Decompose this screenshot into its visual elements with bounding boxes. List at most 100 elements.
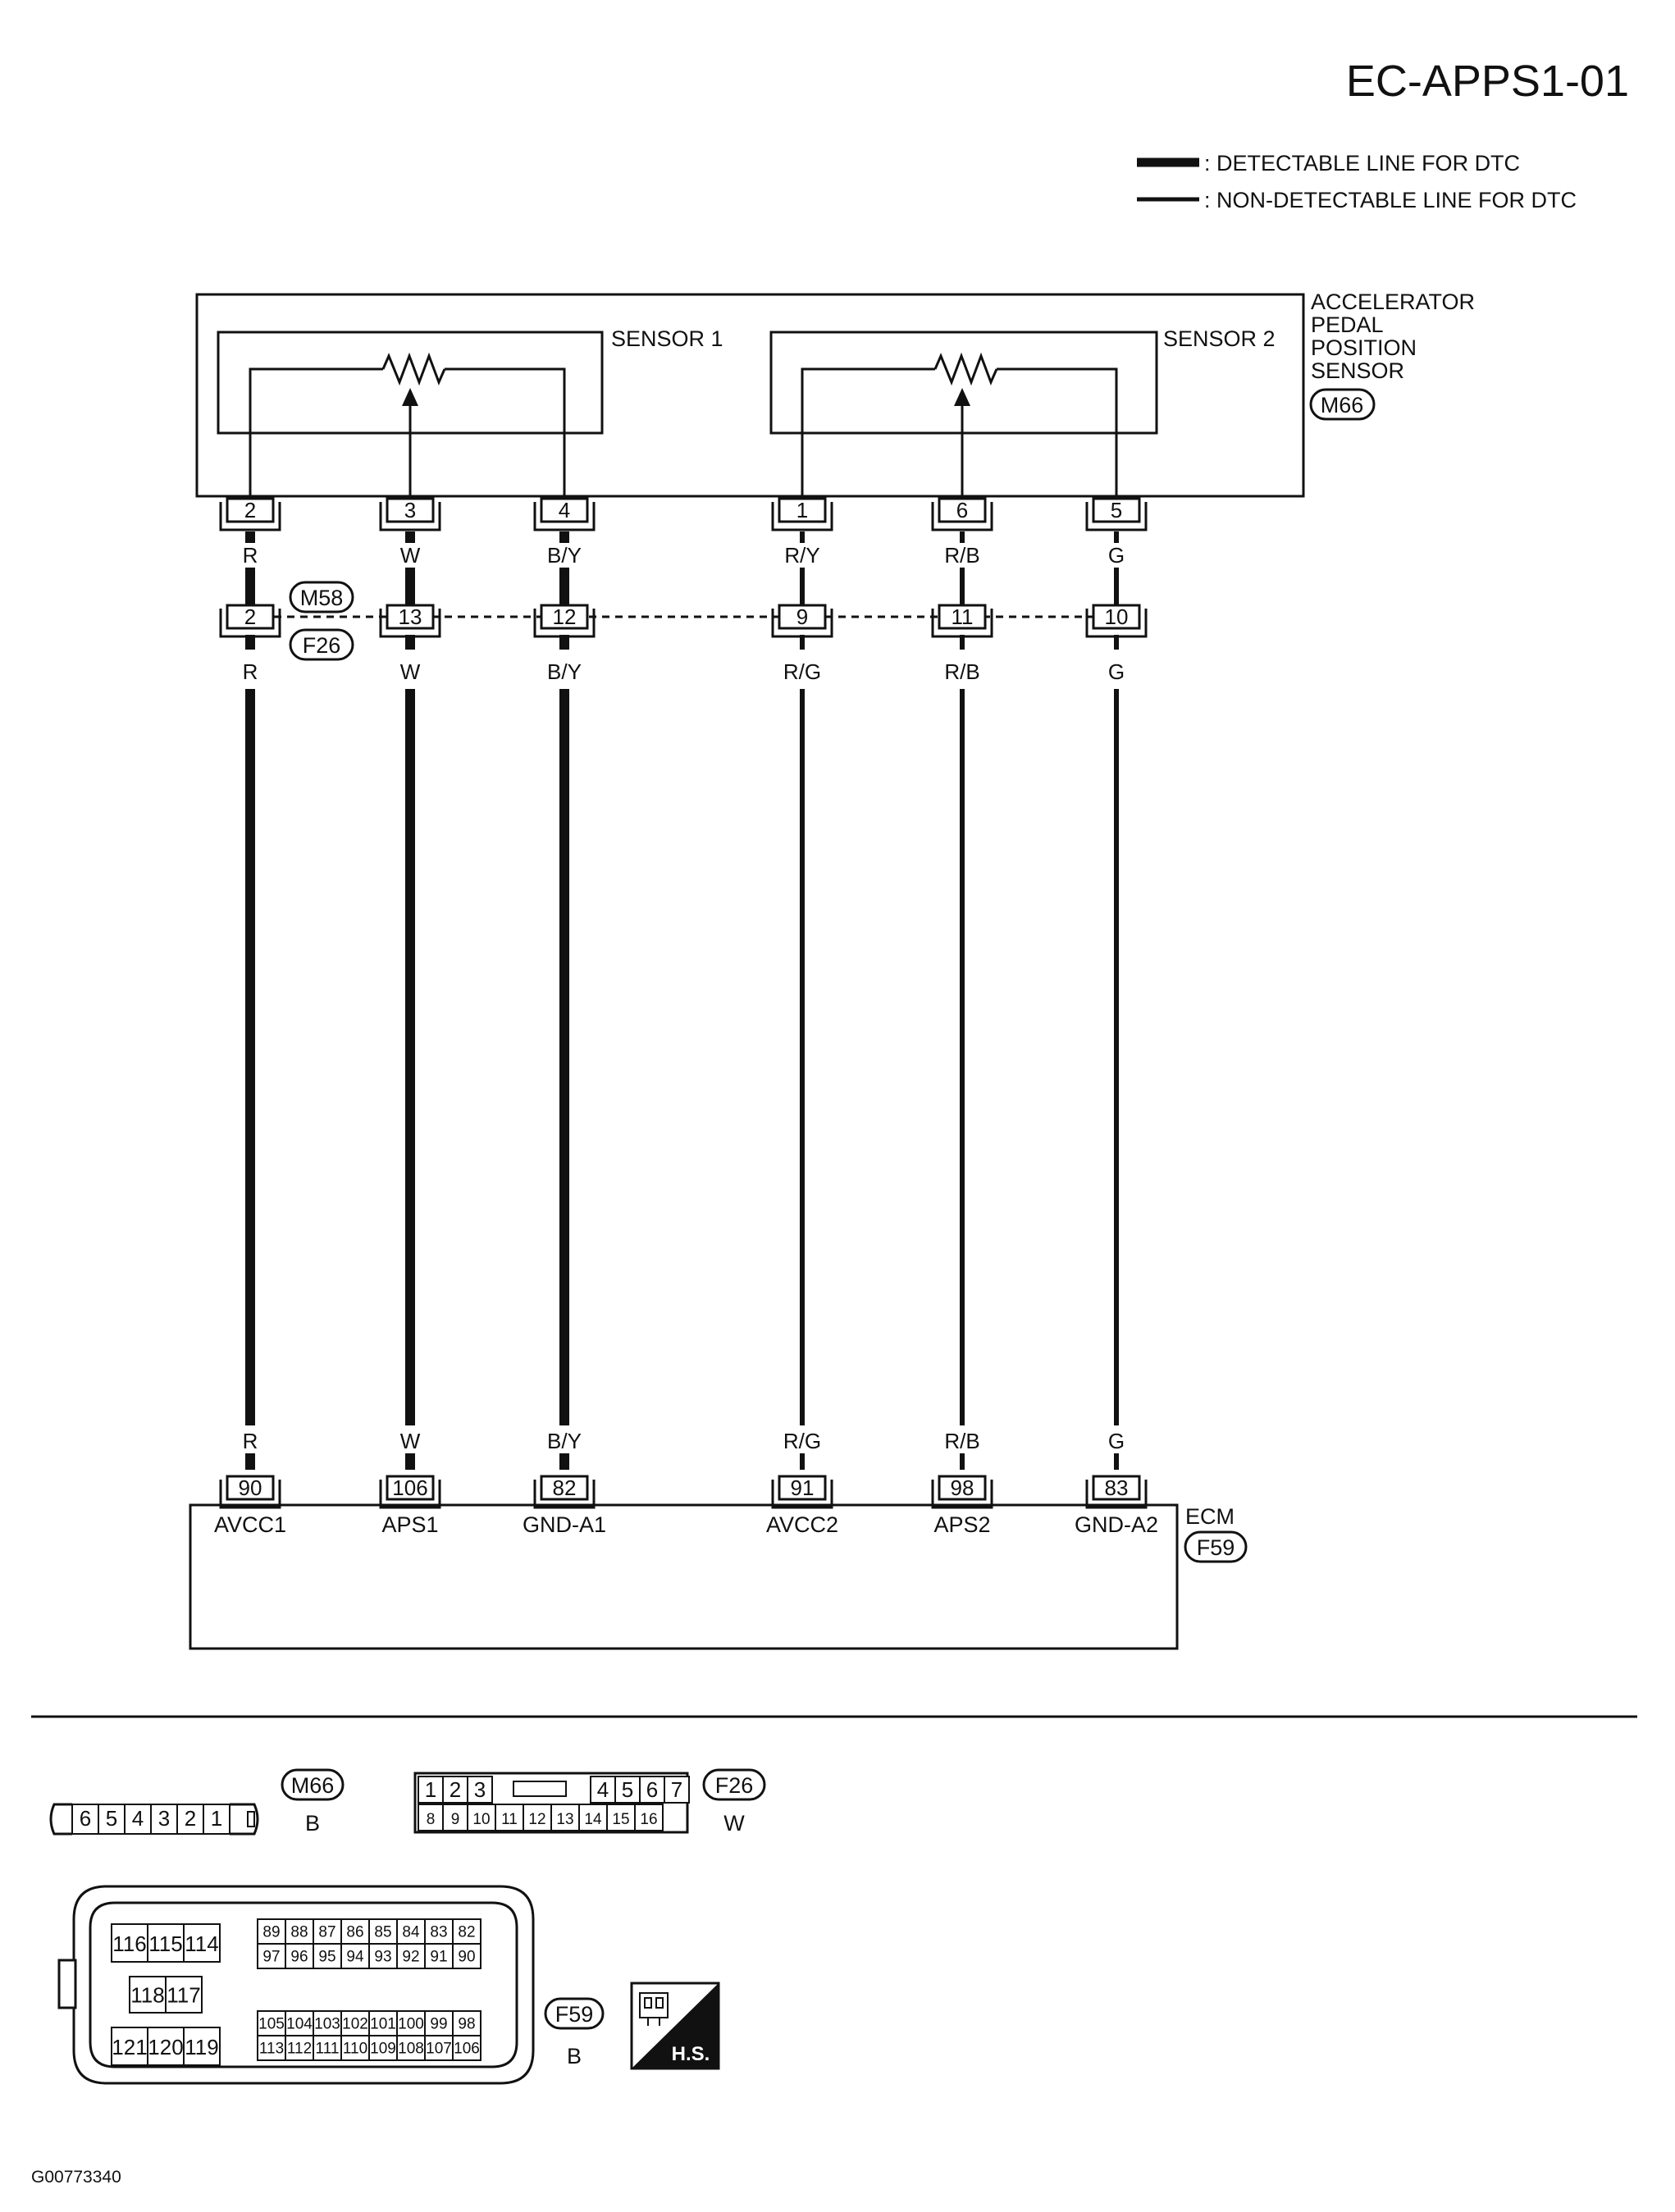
wire-color-mid: R bbox=[243, 659, 258, 684]
sensor2-box bbox=[769, 331, 1158, 435]
wire-color-top: R bbox=[243, 543, 258, 568]
m66-latch bbox=[247, 1811, 255, 1827]
wire-color-top: B/Y bbox=[547, 543, 582, 568]
f26-cell bbox=[523, 1804, 552, 1831]
ecm-pin-box bbox=[386, 1475, 435, 1501]
f59-small-pin-label: 101 bbox=[370, 2016, 396, 2033]
m66-pin-label: 4 bbox=[132, 1806, 144, 1831]
f59-small-pin-label: 108 bbox=[398, 2041, 424, 2058]
joint-pin-number: 11 bbox=[952, 604, 974, 629]
sensor1-internal-wire bbox=[249, 367, 383, 496]
f59-small-pin-label: 98 bbox=[458, 2016, 475, 2033]
m66-shell-right bbox=[230, 1803, 259, 1836]
joint-pin-box bbox=[540, 604, 589, 630]
f59-small-cell bbox=[257, 2010, 286, 2036]
sensor-connector-badge bbox=[1309, 388, 1376, 421]
hs-diagonal-fill bbox=[632, 1983, 719, 2068]
f59-large-pin-label: 121 bbox=[112, 2035, 147, 2059]
f59-small-cell bbox=[396, 2035, 426, 2061]
f59-large-pin-label: 114 bbox=[185, 1932, 218, 1956]
ecm-pin-bracket bbox=[1085, 1480, 1148, 1509]
ecm-pin-bracket bbox=[533, 1480, 596, 1509]
joint-pin-bracket bbox=[533, 609, 596, 638]
f59-latch bbox=[57, 1959, 77, 2009]
joint-pin-number: 12 bbox=[553, 604, 577, 629]
hs-label: H.S. bbox=[672, 2043, 710, 2065]
m66-pin-label: 1 bbox=[211, 1806, 222, 1831]
joint-pin-box bbox=[1092, 604, 1141, 630]
f59-small-pin-label: 86 bbox=[346, 1924, 363, 1941]
f59-small-pin-label: 107 bbox=[426, 2041, 452, 2058]
sensor-pin-box bbox=[938, 497, 987, 523]
ecm-pin-label: GND-A1 bbox=[523, 1512, 606, 1537]
joint-pin-bracket bbox=[219, 609, 281, 638]
f59-small-pin-label: 103 bbox=[314, 2016, 340, 2033]
ecm-pin-box bbox=[938, 1475, 987, 1501]
wire-color-top: G bbox=[1108, 543, 1125, 568]
f59-large-cell bbox=[165, 1976, 203, 2014]
sensor-name-line2: PEDAL bbox=[1311, 312, 1384, 337]
m66-shell-left bbox=[49, 1803, 72, 1836]
wire-color-top: R/Y bbox=[784, 543, 819, 568]
circuit-group: 2R2RR90AVCC13W13WW106APS14B/Y12B/YB/Y82G… bbox=[214, 497, 1158, 1537]
wire-color-mid: W bbox=[400, 659, 421, 684]
f26-pin-label: 12 bbox=[528, 1811, 545, 1828]
m66-cell bbox=[176, 1804, 204, 1835]
m66-color: B bbox=[305, 1811, 320, 1836]
f59-large-pin-label: 115 bbox=[148, 1932, 182, 1956]
sensor-pin-box bbox=[386, 497, 435, 523]
page-code: EC-APPS1-01 bbox=[1346, 57, 1629, 106]
sensor-pin-bracket bbox=[379, 502, 441, 531]
f59-large-pin-label: 120 bbox=[148, 2035, 183, 2059]
ecm-pin-label: GND-A2 bbox=[1075, 1512, 1158, 1537]
f26-pin-label: 15 bbox=[612, 1811, 629, 1828]
f59-large-cell bbox=[129, 1976, 167, 2014]
f59-large-pin-label: 119 bbox=[185, 2035, 218, 2059]
joint-pin-box bbox=[226, 604, 275, 630]
f59-small-pin-label: 85 bbox=[374, 1924, 391, 1941]
legend-non-detectable-text: : NON-DETECTABLE LINE FOR DTC bbox=[1204, 188, 1577, 212]
sensor-pin-bracket bbox=[1085, 502, 1148, 531]
f59-small-pin-label: 95 bbox=[318, 1949, 335, 1966]
sensor-outer-box bbox=[195, 293, 1305, 498]
f59-small-cell bbox=[340, 2035, 370, 2061]
joint-pin-bracket bbox=[771, 609, 833, 638]
figure-id: G00773340 bbox=[31, 2168, 121, 2187]
f26-pin-label: 8 bbox=[427, 1811, 436, 1828]
ecm-pin-bracket bbox=[219, 1480, 281, 1509]
f26-pin-label: 5 bbox=[622, 1777, 633, 1802]
f26-color: W bbox=[723, 1811, 745, 1836]
f59-small-cell bbox=[313, 1943, 342, 1969]
f59-small-pin-label: 90 bbox=[458, 1949, 475, 1966]
f26-pin-label: 6 bbox=[646, 1777, 658, 1802]
sensor-pin-bracket bbox=[931, 502, 993, 531]
m66-view-badge bbox=[281, 1768, 345, 1801]
f26-view-id: F26 bbox=[715, 1773, 754, 1798]
accelerator-pedal-position-sensor: SENSOR 1 SENSOR 2 ACCELERATOR PEDAL POSI… bbox=[195, 290, 1475, 498]
joint-connector-bottom-id: F26 bbox=[303, 633, 341, 658]
f26-key-slot bbox=[513, 1781, 567, 1797]
f59-small-pin-label: 111 bbox=[316, 2041, 340, 2058]
f59-small-pin-label: 97 bbox=[262, 1949, 280, 1966]
f59-small-pin-label: 88 bbox=[290, 1924, 308, 1941]
f59-small-pin-label: 83 bbox=[430, 1924, 447, 1941]
joint-pin-number: 13 bbox=[399, 604, 422, 629]
ecm-pin-number: 83 bbox=[1105, 1475, 1129, 1500]
sensor-pin-number: 2 bbox=[244, 498, 256, 522]
f59-color: B bbox=[567, 2044, 582, 2068]
m66-pin-label: 6 bbox=[80, 1806, 91, 1831]
sensor1-wiper-arrow bbox=[402, 388, 418, 406]
ecm-pin-box bbox=[1092, 1475, 1141, 1501]
f59-small-pin-label: 89 bbox=[262, 1924, 280, 1941]
sensor2-wiper-arrow bbox=[954, 388, 970, 406]
f59-view-badge bbox=[544, 1997, 605, 2030]
sensor-name-line3: POSITION bbox=[1311, 335, 1417, 360]
ecm-box bbox=[189, 1503, 1179, 1650]
f59-small-cell bbox=[452, 2010, 482, 2036]
wire-color-top: R/B bbox=[944, 543, 979, 568]
